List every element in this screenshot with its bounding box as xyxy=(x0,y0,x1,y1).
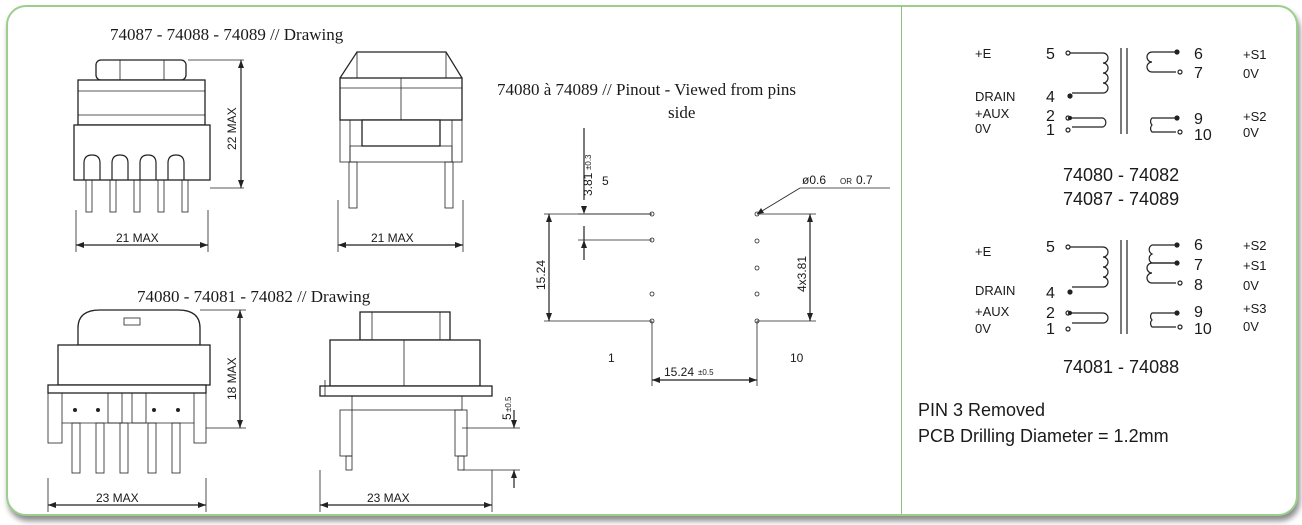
drawing-a-front-view: 22 MAX 21 MAX xyxy=(73,59,244,252)
schematic-2-pin-5: 5 xyxy=(1046,239,1055,256)
schematic-1-pin-7: 7 xyxy=(1194,65,1203,82)
schematic-2-label-plus-e: +E xyxy=(975,244,992,259)
drawing-b: 74080 - 74081 - 74082 // Drawing xyxy=(47,287,520,512)
schematic-1-label-0v-out2: 0V xyxy=(1243,125,1259,140)
drawing-a-side-width-label: 21 MAX xyxy=(371,231,414,245)
drawing-b-pin-length-tolerance: ±0.5 xyxy=(504,396,513,412)
schematic-1-pin-5: 5 xyxy=(1046,46,1055,63)
pinout-pitch-left-label: 15.24 xyxy=(534,260,548,290)
schematic-2-pin-10: 10 xyxy=(1194,321,1212,338)
pinout-offset-label: 3.81 xyxy=(581,172,595,196)
schematic-1-label-aux: +AUX xyxy=(975,106,1010,121)
pinout-pin10-label: 10 xyxy=(790,351,804,365)
pinout-diagram: 74080 à 74089 // Pinout - Viewed from pi… xyxy=(497,80,890,386)
drawing-b-height-label: 18 MAX xyxy=(225,357,239,400)
drawing-b-title: 74080 - 74081 - 74082 // Drawing xyxy=(137,287,371,306)
drawing-a: 74087 - 74088 - 74089 // Drawing 22 MAX xyxy=(73,25,464,252)
schematic-2-pin-2: 2 xyxy=(1046,305,1055,322)
pinout-pin1-label: 1 xyxy=(608,351,615,365)
pinout-pin5-label: 5 xyxy=(602,174,609,188)
schematic-1-label-s2: +S2 xyxy=(1243,109,1267,124)
drawing-a-title: 74087 - 74088 - 74089 // Drawing xyxy=(110,25,344,44)
schematic-2-pin-1: 1 xyxy=(1046,321,1055,338)
schematic-1-parts-line1: 74080 - 74082 xyxy=(1063,165,1179,185)
drawing-b-side-view: 5 ±0.5 23 MAX xyxy=(319,311,520,512)
note-pin3-removed: PIN 3 Removed xyxy=(918,400,1045,420)
schematic-2-pin-8: 8 xyxy=(1194,277,1203,294)
schematic-2-pin-7: 7 xyxy=(1194,257,1203,274)
pinout-diameter-alt: 0.7 xyxy=(856,173,873,187)
schematic-2-label-s2: +S2 xyxy=(1243,238,1267,253)
schematic-2-label-0v: 0V xyxy=(975,321,991,336)
pinout-bottom-label: 15.24 xyxy=(664,365,694,379)
schematic-2-label-0v-out2: 0V xyxy=(1243,319,1259,334)
schematic-2-label-s3: +S3 xyxy=(1243,301,1267,316)
drawing-b-side-width-label: 23 MAX xyxy=(367,491,410,505)
drawing-a-height-label: 22 MAX xyxy=(225,107,239,150)
panel-divider xyxy=(901,6,902,514)
pinout-bottom-tolerance: ±0.5 xyxy=(698,368,714,377)
pinout-diameter-or: OR xyxy=(840,177,852,186)
drawing-b-pin-length-label: 5 xyxy=(500,413,514,420)
schematic-2-label-0v-out1: 0V xyxy=(1243,278,1259,293)
schematic-1-pin-2: 2 xyxy=(1046,108,1055,125)
note-pcb-drilling: PCB Drilling Diameter = 1.2mm xyxy=(918,426,1169,446)
schematic-1-pin-6: 6 xyxy=(1194,46,1203,63)
pinout-pitch-right-label: 4x3.81 xyxy=(795,256,809,292)
schematic-1-label-drain: DRAIN xyxy=(975,89,1015,104)
drawing-b-front-view: 18 MAX 23 MAX xyxy=(47,309,246,512)
pinout-pins xyxy=(649,211,760,324)
schematic-1-pin-4: 4 xyxy=(1046,89,1055,106)
schematic-2-pin-4: 4 xyxy=(1046,285,1055,302)
schematic-2: +E DRAIN +AUX 0V 5 4 2 1 6 xyxy=(975,237,1267,377)
schematic-1-parts-line2: 74087 - 74089 xyxy=(1063,189,1179,209)
drawing-b-width-label: 23 MAX xyxy=(96,491,139,505)
pinout-title-line2: side xyxy=(668,103,695,122)
schematic-1-label-0v-out1: 0V xyxy=(1243,66,1259,81)
schematic-1-pin-10: 10 xyxy=(1194,127,1212,144)
pinout-offset-tolerance: ±0.3 xyxy=(584,154,593,170)
schematic-1-label-s1: +S1 xyxy=(1243,47,1267,62)
panel-frame xyxy=(6,5,1298,516)
schematic-2-label-aux: +AUX xyxy=(975,304,1010,319)
schematic-1-pin-9: 9 xyxy=(1194,111,1203,128)
schematic-2-parts-line1: 74081 - 74088 xyxy=(1063,357,1179,377)
schematic-1: +E DRAIN +AUX 0V 5 4 2 1 6 7 9 10 xyxy=(975,46,1267,209)
schematic-1-pin-1: 1 xyxy=(1046,122,1055,139)
schematic-2-pin-9: 9 xyxy=(1194,304,1203,321)
schematic-1-label-plus-e: +E xyxy=(975,46,992,61)
pinout-title-line1: 74080 à 74089 // Pinout - Viewed from pi… xyxy=(497,80,796,99)
schematic-2-pin-6: 6 xyxy=(1194,237,1203,254)
schematic-2-label-s1: +S1 xyxy=(1243,258,1267,273)
drawing-a-width-label: 21 MAX xyxy=(116,231,159,245)
drawing-a-side-view: 21 MAX xyxy=(337,51,464,252)
schematic-2-label-drain: DRAIN xyxy=(975,283,1015,298)
schematic-1-label-0v: 0V xyxy=(975,121,991,136)
pinout-diameter-label: ø0.6 xyxy=(802,173,826,187)
